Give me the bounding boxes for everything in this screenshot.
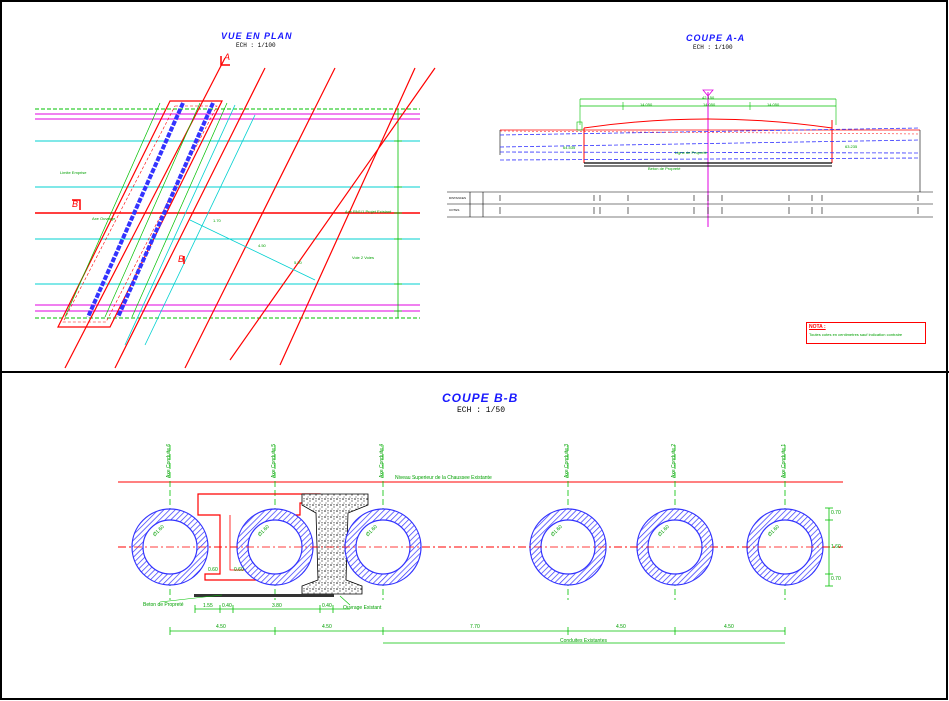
section-aa-title: COUPE A-A [686, 33, 746, 43]
plan-section-mark-b-bottom: B [178, 254, 184, 264]
section-bb-title: COUPE B-B [442, 391, 519, 405]
plan-title: VUE EN PLAN [221, 31, 293, 41]
dim-sub-3: 3.80 [272, 603, 282, 609]
aa-dim-1: 14.050 [640, 102, 653, 107]
aa-dim-2: 14.050 [703, 102, 716, 107]
plan-view: A B B [35, 52, 436, 369]
plan-dim-2: 4.50 [258, 243, 266, 248]
aa-row-distances: DISTANCES [449, 196, 466, 200]
dim-wall-1: 0.60 [208, 567, 218, 573]
plan-label-2: Axe Ouvrage [92, 216, 116, 221]
axis-label-1: Axe Conduite 1 [781, 443, 787, 478]
plan-section-mark-b-left: B [72, 199, 78, 209]
dim-sub-1: 1.55 [203, 603, 213, 609]
aa-total-dim: 42.150 [702, 95, 715, 100]
aa-left-level: 64.535 [563, 145, 576, 150]
dim-bottom-5: 4.50 [724, 624, 734, 630]
dim-bottom-4: 4.50 [616, 624, 626, 630]
plan-label-1: Limite Emprise [60, 170, 87, 175]
dim-bottom-1: 4.50 [216, 624, 226, 630]
axis-label-6: Axe Conduite 6 [166, 443, 172, 478]
dim-wall-2: 0.60 [234, 567, 244, 573]
axis-label-5: Axe Conduite 5 [271, 443, 277, 478]
aa-dim-3: 14.050 [767, 102, 780, 107]
road-level-label: Niveau Superieur de la Chaussee Existant… [395, 475, 492, 481]
plan-section-mark-a-top: A [223, 52, 230, 62]
nota-text: Toutes cotes en centimetres sauf indicat… [809, 332, 903, 337]
dim-bottom-3: 7.70 [470, 624, 480, 630]
axis-label-4: Axe Conduite 4 [379, 443, 385, 478]
plan-label-4: Voie 2 Voies [352, 255, 375, 260]
dim-height-2: 1.60 [831, 544, 841, 550]
dim-bottom-2: 4.50 [322, 624, 332, 630]
plan-label-3: Axe RN1/1 Projet Existant [345, 209, 392, 214]
conduits-label: Conduites Existantes [560, 638, 607, 644]
nota-title: NOTA : [809, 324, 826, 330]
section-aa [447, 89, 933, 227]
nota-box: NOTA : Toutes cotes en centimetres sauf … [806, 322, 926, 344]
aa-row-cotes: COTES [449, 208, 460, 212]
section-bb-scale: ECH : 1/50 [457, 406, 506, 415]
dim-height-3: 0.70 [831, 576, 841, 582]
plan-scale: ECH : 1/100 [236, 42, 276, 49]
axis-label-3: Axe Conduite 3 [564, 443, 570, 478]
beton-label: Beton de Propreté [143, 602, 184, 608]
section-bb [118, 445, 843, 644]
existing-label: Ouvrage Existant [343, 605, 382, 611]
aa-ligne-label: Ligne de Propreté [675, 150, 707, 155]
axis-label-2: Axe Conduite 2 [671, 443, 677, 478]
plan-dim-1: 1.70 [213, 218, 221, 223]
dim-height-1: 0.70 [831, 510, 841, 516]
aa-right-level: 63.235 [845, 144, 858, 149]
aa-beton-label: Beton de Propreté [648, 166, 681, 171]
dim-sub-4: 0.40 [322, 603, 332, 609]
section-aa-scale: ECH : 1/100 [693, 44, 733, 51]
plan-dim-3: 5.20 [294, 260, 302, 265]
dim-sub-2: 0.40 [222, 603, 232, 609]
